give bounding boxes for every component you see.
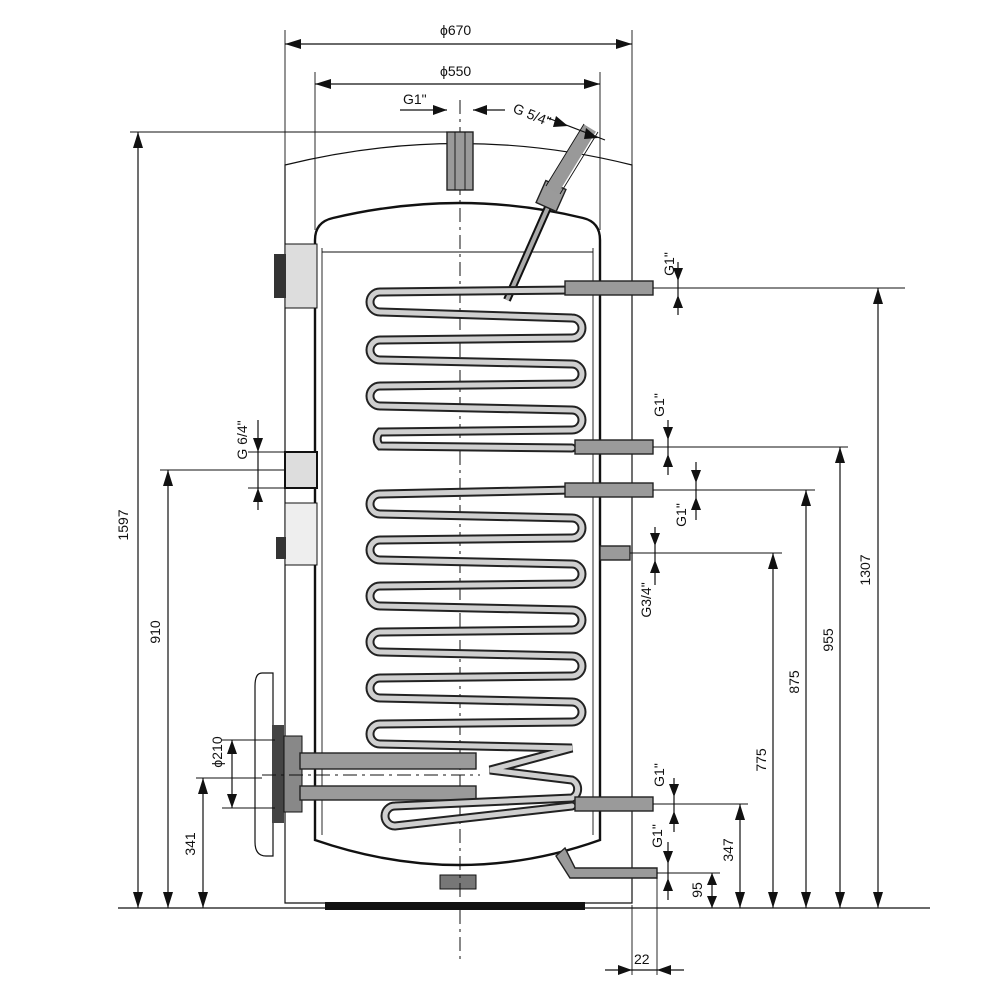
arrows-coil1-top-thread bbox=[673, 268, 683, 308]
top-center-pipe bbox=[446, 131, 474, 191]
side-port-stub bbox=[599, 545, 631, 561]
heater-element-bottom bbox=[299, 785, 477, 801]
label-total-height: 1597 bbox=[115, 509, 131, 540]
dim-95-arrows bbox=[707, 873, 717, 908]
dim-22-arrows bbox=[618, 965, 671, 975]
anode-rod-core bbox=[505, 195, 555, 301]
anode-top-pipe bbox=[546, 124, 596, 194]
label-bottom-outlet-offset: 22 bbox=[634, 951, 650, 967]
label-bottom-outlet-height: 95 bbox=[689, 882, 705, 898]
flange-plate bbox=[272, 725, 284, 823]
label-sensor-port-height: 910 bbox=[147, 620, 163, 644]
anode-pipe-outline bbox=[545, 123, 599, 195]
label-coil1-top-thread: G1" bbox=[661, 252, 677, 276]
coil1-bottom-stub bbox=[574, 439, 654, 455]
flange-ring bbox=[283, 735, 303, 813]
label-bottom-outlet-thread: G1" bbox=[649, 824, 665, 848]
label-inner-diameter: ϕ550 bbox=[440, 63, 471, 79]
label-side-port-height: 775 bbox=[753, 748, 769, 772]
lower-coil bbox=[365, 485, 587, 831]
arrows-side-port-thread bbox=[650, 533, 660, 573]
dim-341-arrows bbox=[198, 778, 208, 908]
label-side-port-thread: G3/4" bbox=[638, 582, 654, 617]
dimension-lines bbox=[130, 30, 905, 975]
lower-coil-highlight bbox=[367, 487, 585, 829]
arrow-top-right-thread bbox=[553, 116, 598, 139]
upper-coil-highlight bbox=[367, 287, 585, 451]
flange-cover bbox=[254, 672, 274, 857]
arrows-coil2-bottom-thread bbox=[669, 784, 679, 824]
label-coil2-bottom-thread: G1" bbox=[651, 763, 667, 787]
label-coil2-top-thread: G1" bbox=[673, 503, 689, 527]
inner-vessel bbox=[313, 201, 602, 867]
label-coil1-bottom-height: 955 bbox=[820, 628, 836, 652]
bottom-outlet-pipe bbox=[555, 846, 658, 879]
label-flange-height: 341 bbox=[182, 832, 198, 856]
sensor-port bbox=[284, 451, 318, 489]
heater-element-top bbox=[299, 752, 477, 770]
left-top-port bbox=[284, 243, 318, 309]
arrows-coil2-top-thread bbox=[691, 470, 701, 510]
left-ports bbox=[274, 243, 318, 566]
label-coil2-top-height: 875 bbox=[786, 670, 802, 694]
label-top-left-thread: G1" bbox=[403, 91, 427, 107]
label-top-right-thread: G 5/4" bbox=[511, 100, 553, 130]
left-top-port-cap bbox=[274, 254, 286, 298]
bottom-drain bbox=[439, 874, 477, 890]
coil2-top-stub bbox=[564, 482, 654, 498]
right-connections bbox=[555, 280, 658, 879]
dim-g64-arrows bbox=[253, 438, 263, 502]
base-plate bbox=[325, 902, 585, 910]
label-coil1-top-height: 1307 bbox=[857, 554, 873, 585]
coil2-bottom-stub bbox=[574, 796, 654, 812]
dim-210-arrows bbox=[227, 740, 237, 808]
left-mid-port bbox=[284, 502, 318, 566]
label-outer-diameter: ϕ670 bbox=[440, 22, 471, 38]
coil1-top-stub bbox=[564, 280, 654, 296]
upper-coil bbox=[365, 285, 587, 453]
arrow-top-mid-thread bbox=[473, 105, 487, 115]
arrow-top-left-thread bbox=[433, 105, 447, 115]
label-flange-diameter: ϕ210 bbox=[209, 736, 225, 767]
arrows-outlet-thread bbox=[663, 851, 673, 891]
flange-heater bbox=[254, 672, 480, 857]
label-coil2-bottom-height: 347 bbox=[720, 838, 736, 862]
top-connections bbox=[446, 123, 599, 302]
label-coil1-bottom-thread: G1" bbox=[651, 393, 667, 417]
arrows-coil1-bottom-thread bbox=[663, 427, 673, 467]
left-mid-port-cap bbox=[276, 537, 286, 559]
label-sensor-port-thread: G 6/4" bbox=[234, 420, 250, 459]
